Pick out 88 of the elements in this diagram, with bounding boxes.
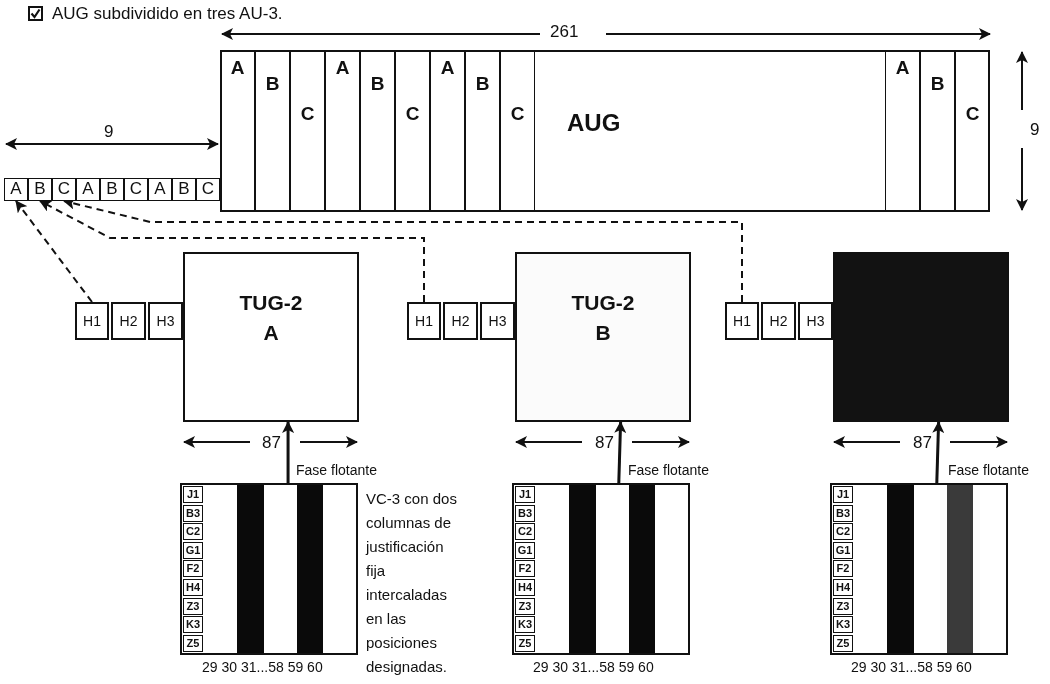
overhead-byte-box: J1 xyxy=(833,486,853,503)
justification-column xyxy=(569,485,596,653)
overhead-byte-box: C2 xyxy=(183,523,203,541)
vc-frame xyxy=(512,483,690,655)
frame-label: AUG xyxy=(567,109,621,137)
dimension-label: 261 xyxy=(550,22,579,42)
pointer-byte-box: H1 xyxy=(75,302,109,340)
pointer-cell: B xyxy=(28,178,52,201)
dimension-label: 9 xyxy=(1030,120,1040,140)
arrow xyxy=(614,421,627,484)
dimension-label: 87 xyxy=(913,433,932,453)
au-column: C xyxy=(290,50,325,212)
au-column: A xyxy=(325,50,360,212)
column-numbers: 29 30 31...58 59 60 xyxy=(202,659,323,675)
tug-box xyxy=(833,252,1009,422)
au-column: B xyxy=(920,50,955,212)
dimension-label: 87 xyxy=(262,433,281,453)
pointer-byte-box: H3 xyxy=(148,302,183,340)
overhead-byte-box: B3 xyxy=(515,504,535,522)
overhead-byte-box: Z3 xyxy=(833,597,853,615)
au-column: B xyxy=(465,50,500,212)
pointer-byte-box: H2 xyxy=(111,302,146,340)
arrow xyxy=(932,421,945,484)
column-numbers: 29 30 31...58 59 60 xyxy=(851,659,972,675)
pointer-cell: A xyxy=(148,178,172,201)
overhead-byte-box: H4 xyxy=(833,579,853,596)
overhead-byte-box: Z3 xyxy=(183,597,203,615)
justification-column xyxy=(887,485,914,653)
pointer-cell: A xyxy=(76,178,100,201)
vc-frame xyxy=(830,483,1008,655)
pointer-byte-box: H2 xyxy=(443,302,478,340)
pointer-cell: C xyxy=(52,178,76,201)
pointer-cell: C xyxy=(124,178,148,201)
dimension-label: 87 xyxy=(595,433,614,453)
overhead-byte-box: K3 xyxy=(833,616,853,634)
note-text: VC-3 con dos columnas de justificación fija intercaladas en las posiciones designadas. xyxy=(366,489,458,677)
au-column: C xyxy=(500,50,535,212)
overhead-byte-box: J1 xyxy=(515,486,535,503)
au-column: A xyxy=(885,50,920,212)
column-numbers: 29 30 31...58 59 60 xyxy=(533,659,654,675)
overhead-byte-box: F2 xyxy=(183,560,203,578)
pointer-byte-box: H3 xyxy=(480,302,515,340)
overhead-byte-box: Z5 xyxy=(833,634,853,652)
overhead-byte-box: J1 xyxy=(183,486,203,503)
overhead-byte-box: B3 xyxy=(183,504,203,522)
title: AUG subdividido en tres AU-3. xyxy=(52,4,283,24)
pointer-byte-box: H1 xyxy=(725,302,759,340)
overhead-byte-box: C2 xyxy=(833,523,853,541)
overhead-byte-box: Z3 xyxy=(515,597,535,615)
overhead-byte-box: G1 xyxy=(833,541,853,559)
frame-box xyxy=(220,50,990,212)
overhead-byte-box: K3 xyxy=(515,616,535,634)
pointer-cell: C xyxy=(196,178,220,201)
pointer-cell: B xyxy=(100,178,124,201)
tug-box: TUG-2 A xyxy=(183,252,359,422)
overhead-byte-box: H4 xyxy=(515,579,535,596)
overhead-byte-box: F2 xyxy=(515,560,535,578)
justification-column xyxy=(947,485,973,653)
pointer-byte-box: H2 xyxy=(761,302,796,340)
tug-box: TUG-2 B xyxy=(515,252,691,422)
overhead-byte-box: K3 xyxy=(183,616,203,634)
justification-column xyxy=(237,485,264,653)
pointer-byte-box: H3 xyxy=(798,302,833,340)
dashed-arrow xyxy=(15,200,93,303)
overhead-byte-box: G1 xyxy=(515,541,535,559)
overhead-byte-box: B3 xyxy=(833,504,853,522)
vc-frame xyxy=(180,483,358,655)
edge-label: Fase flotante xyxy=(296,462,377,478)
justification-column xyxy=(629,485,655,653)
au-column: C xyxy=(395,50,430,212)
overhead-byte-box: F2 xyxy=(833,560,853,578)
arrow xyxy=(282,421,295,483)
edge-label: Fase flotante xyxy=(948,462,1029,478)
au-column: A xyxy=(430,50,465,212)
justification-column xyxy=(297,485,323,653)
au-column: B xyxy=(255,50,290,212)
dashed-arrow xyxy=(39,200,425,303)
overhead-byte-box: C2 xyxy=(515,523,535,541)
pointer-cell: A xyxy=(4,178,28,201)
overhead-byte-box: H4 xyxy=(183,579,203,596)
pointer-byte-box: H1 xyxy=(407,302,441,340)
au-column: B xyxy=(360,50,395,212)
edge-label: Fase flotante xyxy=(628,462,709,478)
overhead-byte-box: Z5 xyxy=(183,634,203,652)
overhead-byte-box: G1 xyxy=(183,541,203,559)
overhead-byte-box: Z5 xyxy=(515,634,535,652)
pointer-cell: B xyxy=(172,178,196,201)
dimension-label: 9 xyxy=(104,122,114,142)
